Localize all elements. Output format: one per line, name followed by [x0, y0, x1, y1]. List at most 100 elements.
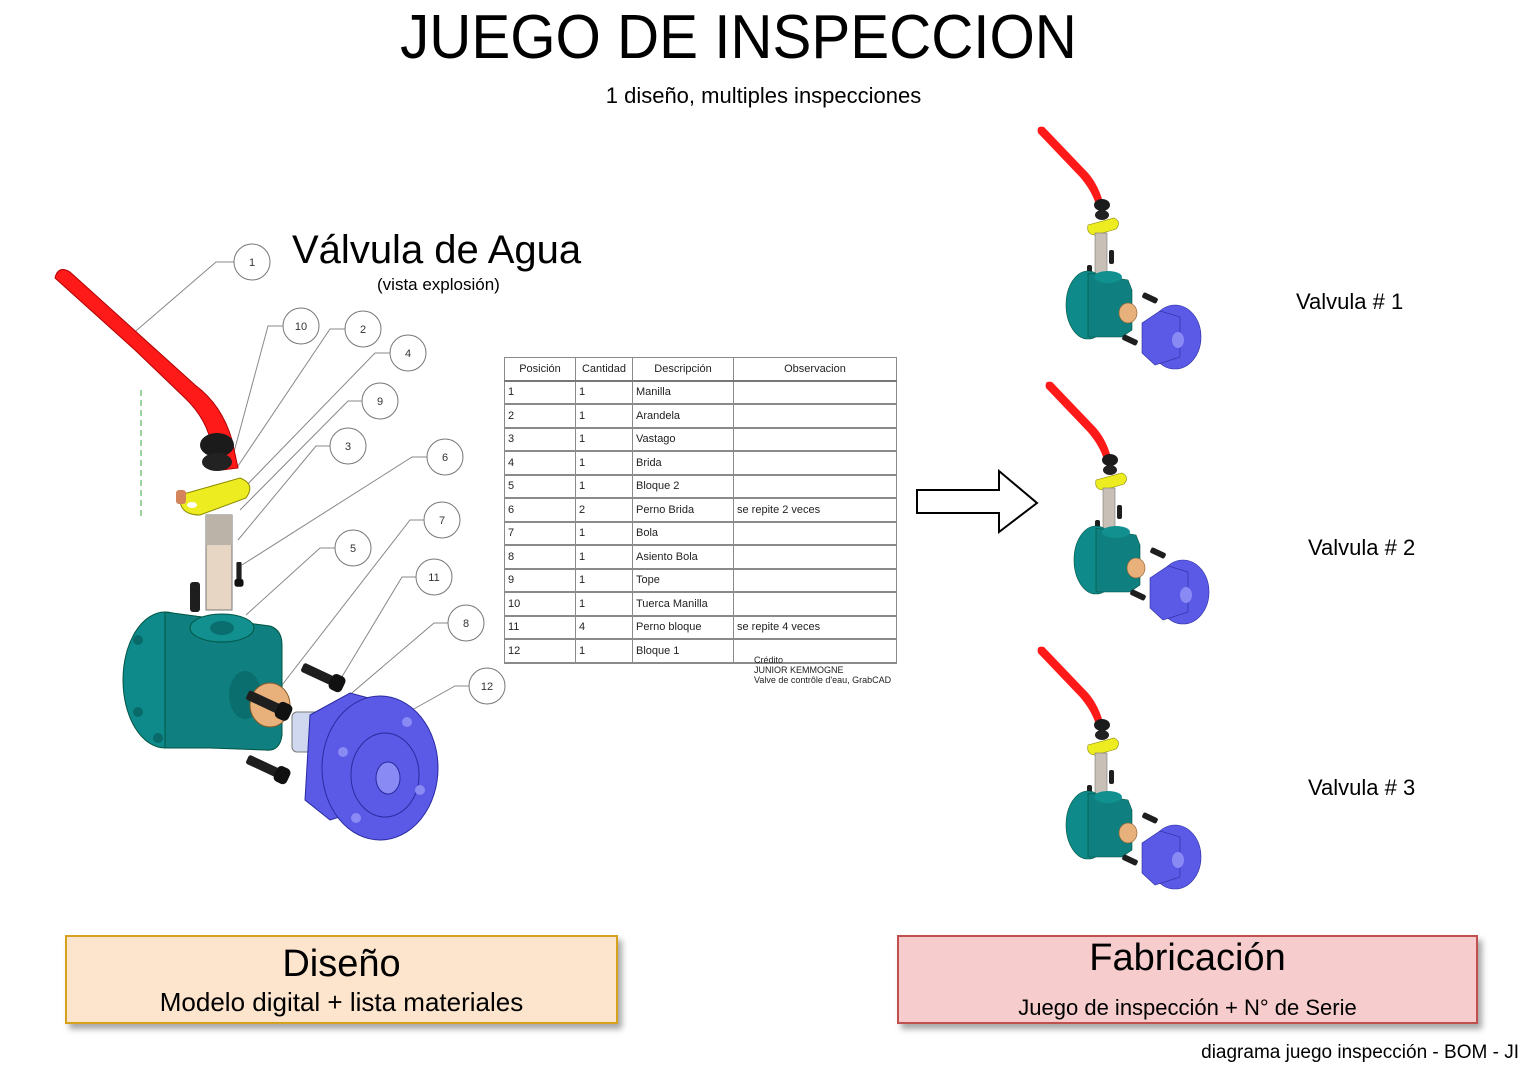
credit-author: JUNIOR KEMMOGNE [754, 665, 844, 675]
bom-cell-description: Arandela [632, 403, 734, 429]
bom-cell-observation: se repite 4 veces [733, 615, 897, 640]
bom-cell-quantity: 2 [575, 497, 633, 523]
bom-cell-quantity: 1 [575, 450, 633, 476]
credit-source: Valve de contrôle d'eau, GrabCAD [754, 675, 892, 685]
design-box-subtitle: Modelo digital + lista materiales [159, 987, 524, 1017]
bom-cell-observation [733, 450, 897, 476]
bom-header-observation: Observacion [733, 357, 897, 382]
balloon-6 [426, 438, 464, 476]
bom-cell-position: 2 [504, 403, 576, 429]
washer-part [179, 477, 251, 516]
bom-cell-position: 5 [504, 474, 576, 499]
bom-header-description: Descripción [632, 357, 734, 382]
balloon-3 [329, 427, 367, 465]
bom-cell-position: 11 [504, 615, 576, 640]
bom-cell-quantity: 1 [575, 591, 633, 617]
bom-cell-description: Manilla [632, 380, 734, 405]
bom-cell-observation [733, 544, 897, 570]
balloon-1 [233, 243, 271, 281]
bom-table: Posición Cantidad Descripción Observacio… [504, 357, 897, 664]
fabrication-box-title: Fabricación [1089, 937, 1286, 979]
bom-cell-position: 7 [504, 521, 576, 546]
valve-1-label: Valvula # 1 [1296, 289, 1404, 314]
bom-cell-description: Tope [632, 568, 734, 593]
balloon-label: 8 [463, 618, 469, 630]
bom-cell-observation [733, 474, 897, 499]
bom-cell-position: 8 [504, 544, 576, 570]
valve-3-label: Valvula # 3 [1308, 775, 1416, 800]
right-arrow-icon [916, 468, 1039, 535]
bom-cell-quantity: 1 [575, 403, 633, 429]
bom-cell-position: 9 [504, 568, 576, 593]
bom-header-position: Posición [504, 357, 576, 382]
balloon-label: 7 [439, 515, 445, 527]
valve-2-illustration [1045, 381, 1210, 625]
design-box-title: Diseño [282, 943, 401, 985]
balloon-label: 3 [345, 441, 351, 453]
design-box: Diseño Modelo digital + lista materiales [65, 935, 618, 1024]
bom-cell-quantity: 1 [575, 474, 633, 499]
valve-3-illustration [1037, 646, 1202, 890]
balloon-label: 11 [428, 572, 439, 584]
bom-cell-observation [733, 427, 897, 452]
bom-cell-observation [733, 403, 897, 429]
valve-1-illustration [1037, 126, 1202, 370]
fabrication-box-subtitle: Juego de inspección + N° de Serie [1018, 995, 1357, 1020]
balloon-label: 4 [405, 348, 411, 360]
bom-cell-quantity: 1 [575, 427, 633, 452]
credit-label: Crédito [754, 655, 784, 665]
exploded-valve-drawing: 1 10 2 4 9 3 6 5 7 11 8 12 [54, 243, 506, 841]
bom-cell-position: 1 [504, 380, 576, 405]
page-subtitle: 1 diseño, multiples inspecciones [605, 83, 922, 108]
bom-cell-observation [733, 591, 897, 617]
balloon-label: 10 [295, 321, 307, 333]
balloon-2 [344, 310, 382, 348]
drawing-title: Válvula de Agua [292, 228, 582, 272]
bom-cell-quantity: 1 [575, 568, 633, 593]
balloon-label: 5 [350, 543, 356, 555]
balloon-10 [282, 307, 320, 345]
bom-cell-quantity: 1 [575, 380, 633, 405]
bom-cell-observation [733, 568, 897, 593]
bom-cell-quantity: 1 [575, 544, 633, 570]
bom-cell-observation: se repite 2 veces [733, 497, 897, 523]
bom-cell-quantity: 4 [575, 615, 633, 640]
bolt-part [234, 562, 244, 587]
bom-cell-position: 10 [504, 591, 576, 617]
bom-cell-description: Bola [632, 521, 734, 546]
bom-cell-description: Tuerca Manilla [632, 591, 734, 617]
bom-cell-quantity: 1 [575, 638, 633, 664]
bom-cell-position: 6 [504, 497, 576, 523]
bom-cell-position: 12 [504, 638, 576, 664]
bom-cell-description: Brida [632, 450, 734, 476]
credit-note: Crédito JUNIOR KEMMOGNE Valve de contrôl… [754, 655, 891, 685]
bom-cell-position: 3 [504, 427, 576, 452]
balloon-4 [389, 334, 427, 372]
bom-cell-quantity: 1 [575, 521, 633, 546]
bom-cell-description: Perno Brida [632, 497, 734, 523]
bom-cell-observation [733, 380, 897, 405]
balloon-label: 12 [481, 681, 493, 693]
balloon-8 [447, 604, 485, 642]
balloon-5 [334, 529, 372, 567]
footer-caption: diagrama juego inspección - BOM - JI [1201, 1042, 1519, 1063]
nut-part [200, 433, 234, 457]
balloon-12 [468, 667, 506, 705]
bom-header-quantity: Cantidad [575, 357, 633, 382]
valve-instances [1037, 126, 1210, 890]
balloon-9 [361, 382, 399, 420]
bom-cell-observation [733, 638, 897, 664]
balloon-11 [415, 558, 453, 596]
bom-header-row: Posición Cantidad Descripción Observacio… [504, 357, 897, 382]
